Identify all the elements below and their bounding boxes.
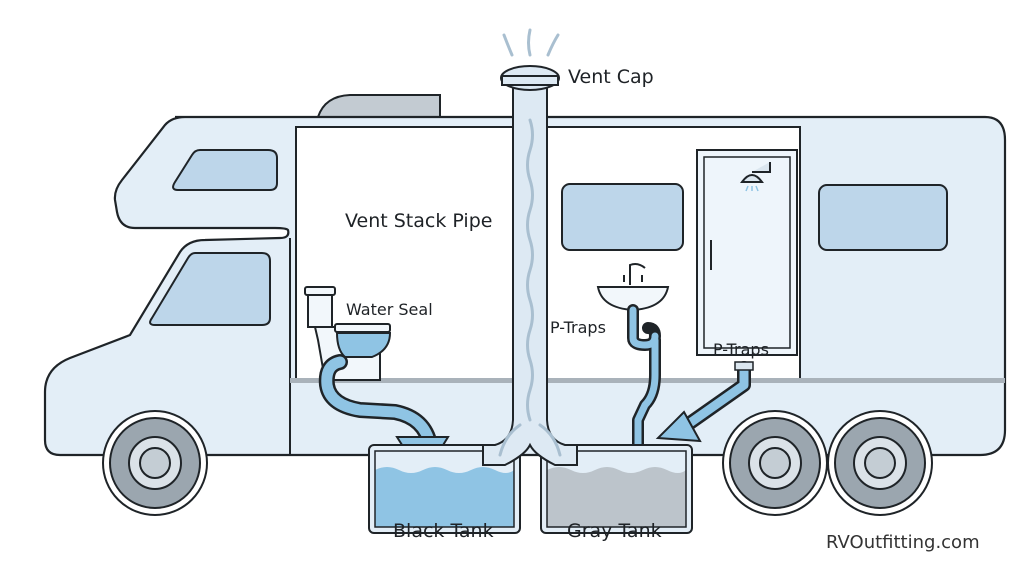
floor-line bbox=[290, 378, 1005, 383]
bathroom-window bbox=[561, 183, 684, 251]
cab-window bbox=[149, 252, 271, 326]
front-wheel bbox=[102, 410, 208, 516]
black-tank-label: Black Tank bbox=[393, 520, 494, 542]
water-seal-label: Water Seal bbox=[346, 300, 433, 319]
rear-wheel bbox=[722, 410, 828, 516]
shower-stall bbox=[696, 149, 798, 356]
side-window bbox=[818, 184, 948, 251]
vent-cap-label: Vent Cap bbox=[568, 66, 654, 88]
cabover-window bbox=[172, 149, 278, 191]
shower-head-icon bbox=[740, 162, 771, 183]
gray-tank bbox=[540, 444, 693, 534]
vent-stack-pipe-label: Vent Stack Pipe bbox=[345, 210, 493, 232]
p-traps-sink-label: P-Traps bbox=[550, 318, 606, 337]
black-tank bbox=[368, 444, 521, 534]
roof-ac-unit bbox=[316, 94, 441, 118]
watermark: RVOutfitting.com bbox=[826, 532, 980, 553]
rear-wheel bbox=[827, 410, 933, 516]
flow-arrow-icon bbox=[655, 410, 702, 443]
gray-tank-label: Gray Tank bbox=[567, 520, 662, 542]
p-traps-shower-label: P-Traps bbox=[713, 340, 769, 359]
